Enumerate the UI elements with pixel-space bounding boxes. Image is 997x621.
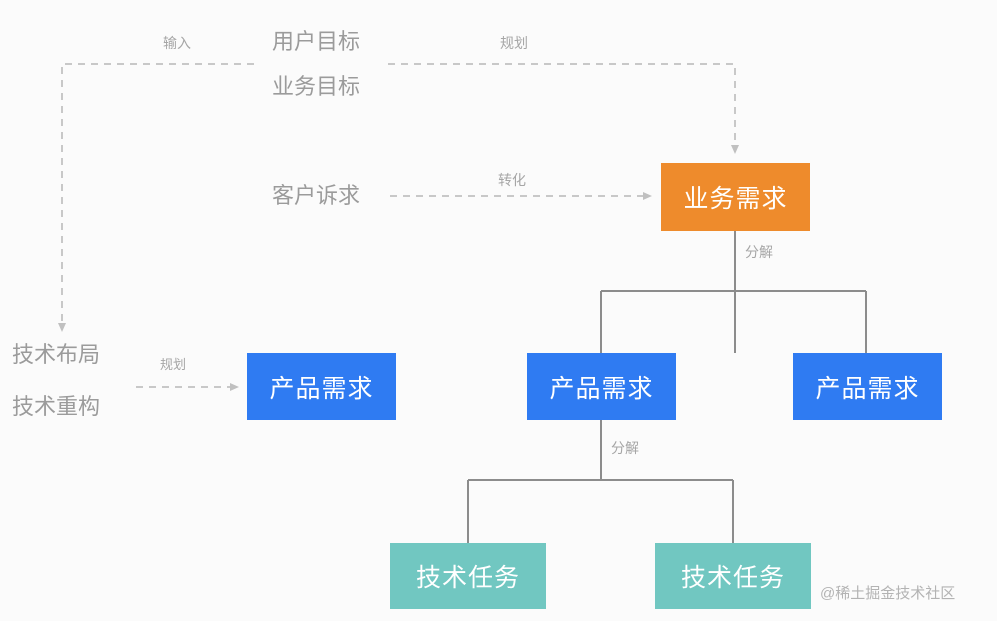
label-tech-refactor: 技术重构 xyxy=(12,394,101,419)
edge-label-decompose-product: 分解 xyxy=(611,440,639,456)
label-customer-demand: 客户诉求 xyxy=(272,183,361,208)
node-product-requirement-left[interactable]: 产品需求 xyxy=(247,353,396,420)
edge-label-input: 输入 xyxy=(163,35,191,51)
node-product-requirement-center[interactable]: 产品需求 xyxy=(527,353,676,420)
label-user-goal: 用户目标 xyxy=(272,29,361,54)
label-business-goal: 业务目标 xyxy=(272,74,361,99)
edge-label-decompose-business: 分解 xyxy=(745,244,773,260)
node-business-requirement[interactable]: 业务需求 xyxy=(661,163,810,231)
edge-label-plan-left: 规划 xyxy=(160,357,187,372)
tree-business-to-product xyxy=(600,231,867,353)
edge-label-plan-top: 规划 xyxy=(500,35,528,51)
edge-label-convert: 转化 xyxy=(498,172,526,188)
tree-product-to-task xyxy=(467,420,734,543)
dashed-input-path xyxy=(58,63,254,332)
node-tech-task-left[interactable]: 技术任务 xyxy=(390,543,546,609)
node-product-requirement-right[interactable]: 产品需求 xyxy=(793,353,942,420)
label-tech-layout: 技术布局 xyxy=(12,342,101,367)
node-tech-task-right[interactable]: 技术任务 xyxy=(655,543,811,609)
watermark-text: @稀土掘金技术社区 xyxy=(820,585,956,602)
dashed-plan-path xyxy=(388,63,739,154)
